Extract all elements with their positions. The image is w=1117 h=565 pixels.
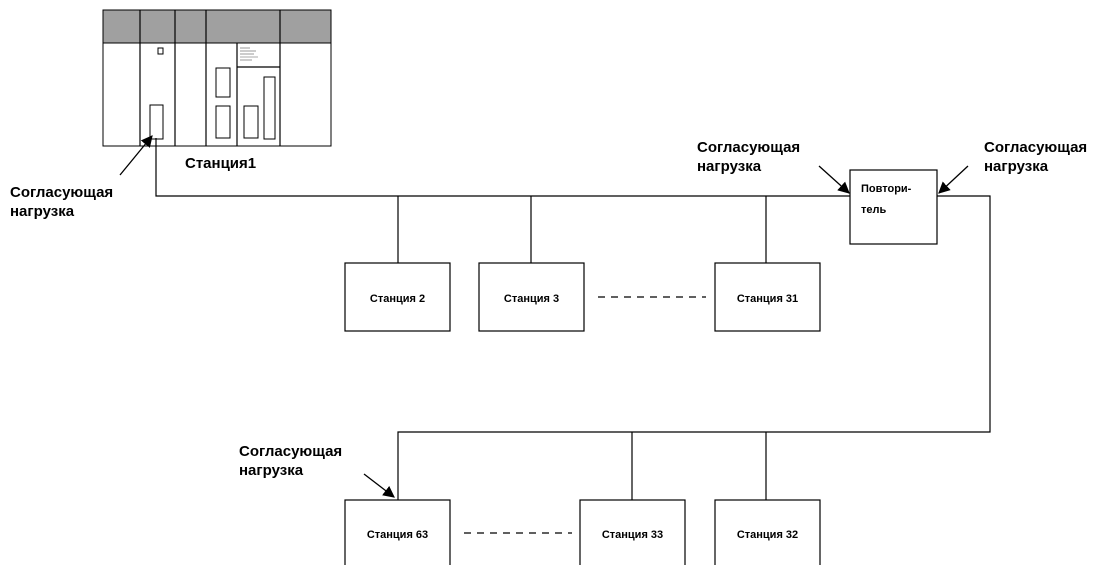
plc-module-slot bbox=[215, 105, 231, 139]
terminator-repeater-left-label-line1: Согласующая bbox=[697, 139, 800, 156]
repeater-label-line1: Повтори- bbox=[861, 183, 912, 195]
station-2-label: Станция 2 bbox=[370, 293, 425, 305]
station-31-box bbox=[714, 262, 821, 332]
plc-rack bbox=[102, 9, 332, 147]
plc-station-label: Станция1 bbox=[185, 155, 256, 172]
terminator-repeater-right-label-line1: Согласующая bbox=[984, 139, 1087, 156]
plc-indicator-led bbox=[157, 47, 164, 55]
terminator-bottom-label-line1: Согласующая bbox=[239, 443, 342, 460]
terminator-repeater-right-arrow bbox=[938, 165, 969, 194]
repeater-box bbox=[849, 169, 938, 245]
terminator-plc-label-line2: нагрузка bbox=[10, 203, 75, 220]
terminator-plc-label-line1: Согласующая bbox=[10, 184, 113, 201]
top-bus bbox=[155, 138, 850, 263]
terminator-repeater-right-label-line2: нагрузка bbox=[984, 158, 1049, 175]
station-63-box bbox=[344, 499, 451, 565]
terminator-repeater-left-label-line2: нагрузка bbox=[697, 158, 762, 175]
station-33-label: Станция 33 bbox=[602, 529, 663, 541]
station-3-label: Станция 3 bbox=[504, 293, 559, 305]
plc-module-slot bbox=[263, 76, 276, 140]
station-31-label: Станция 31 bbox=[737, 293, 798, 305]
station-3-box bbox=[478, 262, 585, 332]
plc-module-text-lines bbox=[240, 47, 258, 61]
plc-terminator-port bbox=[149, 104, 164, 140]
plc-module-slot bbox=[243, 105, 259, 139]
station-32-box bbox=[714, 499, 821, 565]
station-32-label: Станция 32 bbox=[737, 529, 798, 541]
station-2-box bbox=[344, 262, 451, 332]
terminator-repeater-left-arrow bbox=[818, 165, 850, 194]
terminator-bottom-label-line2: нагрузка bbox=[239, 462, 304, 479]
station-63-label: Станция 63 bbox=[367, 529, 428, 541]
plc-rack-header bbox=[102, 9, 332, 44]
station-33-box bbox=[579, 499, 686, 565]
terminator-bottom-arrow bbox=[363, 473, 395, 498]
terminator-plc-arrow bbox=[119, 135, 153, 176]
repeater-label-line2: тель bbox=[861, 204, 886, 216]
repeater-link bbox=[397, 195, 991, 500]
plc-module-slot bbox=[215, 67, 231, 98]
